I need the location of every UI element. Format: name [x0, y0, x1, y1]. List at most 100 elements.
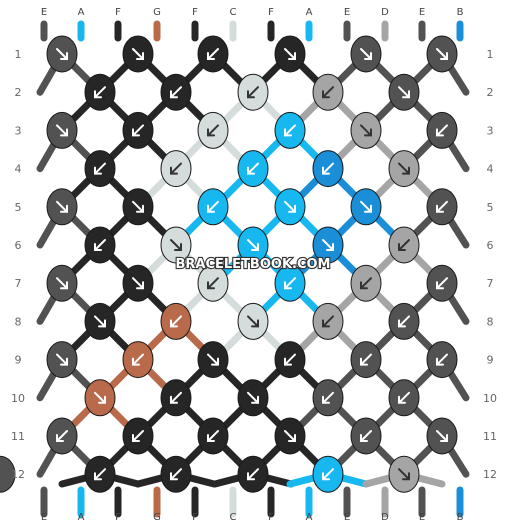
arrow-se-icon — [247, 239, 259, 251]
strand-label-bottom: F — [192, 512, 198, 523]
arrow-path — [398, 468, 410, 481]
arrow-path — [284, 124, 296, 137]
arrow-sw-icon — [207, 430, 219, 442]
arrow-path — [284, 430, 296, 442]
arrow-sw-icon — [436, 124, 448, 137]
arrow-se-icon — [56, 277, 68, 290]
arrow-path — [284, 353, 296, 366]
arrow-sw-icon — [436, 353, 448, 366]
arrow-path — [207, 353, 219, 366]
strand-label-top: A — [306, 7, 313, 18]
arrow-path — [398, 162, 410, 175]
arrow-path — [436, 48, 448, 60]
strand-label-bottom: C — [230, 512, 237, 523]
strand-label-bottom: B — [457, 512, 464, 523]
arrow-path — [284, 48, 296, 60]
strand-label-top: F — [115, 7, 121, 18]
arrow-path — [322, 162, 334, 175]
strand-label-bottom: E — [41, 512, 47, 523]
arrow-sw-icon — [322, 391, 334, 404]
arrow-se-icon — [94, 315, 106, 328]
arrow-se-icon — [284, 430, 296, 442]
arrow-path — [247, 162, 259, 175]
arrow-path — [132, 277, 144, 290]
row-number-left: 11 — [11, 430, 25, 443]
arrow-path — [247, 86, 259, 99]
arrow-sw-icon — [170, 468, 182, 481]
arrow-se-icon — [398, 468, 410, 481]
row-number-left: 4 — [15, 163, 22, 176]
arrow-se-icon — [436, 48, 448, 60]
arrow-se-icon — [56, 48, 68, 60]
arrow-se-icon — [360, 200, 372, 213]
watermark: BRACELETBOOK.COM — [176, 257, 331, 272]
arrow-se-icon — [247, 391, 259, 404]
strand-label-top: E — [41, 7, 47, 18]
arrow-path — [170, 239, 182, 251]
strand-label-top: F — [268, 7, 274, 18]
arrow-sw-icon — [0, 0, 2, 6]
arrow-se-icon — [132, 48, 144, 60]
arrow-sw-icon — [94, 162, 106, 175]
strand-label-top: G — [153, 7, 161, 18]
arrow-se-icon — [207, 353, 219, 366]
strand-label-bottom: A — [78, 512, 85, 523]
strand-label-top: E — [344, 7, 350, 18]
arrow-sw-icon — [56, 430, 68, 442]
arrow-path — [436, 430, 448, 442]
arrow-path — [247, 315, 259, 328]
arrow-sw-icon — [322, 468, 334, 481]
arrow-sw-icon — [322, 162, 334, 175]
strand-label-bottom: D — [381, 512, 389, 523]
arrow-sw-icon — [207, 200, 219, 213]
arrow-path — [94, 86, 106, 99]
strand-label-top: A — [78, 7, 85, 18]
arrow-sw-icon — [398, 391, 410, 404]
arrow-se-icon — [132, 277, 144, 290]
strand-label-top: D — [381, 7, 389, 18]
arrow-path — [360, 277, 372, 290]
row-number-left: 10 — [11, 392, 25, 405]
strand-label-bottom: E — [344, 512, 350, 523]
arrow-sw-icon — [322, 86, 334, 99]
row-number-right: 2 — [487, 86, 494, 99]
arrow-sw-icon — [132, 430, 144, 442]
row-number-right: 6 — [487, 239, 494, 252]
arrow-path — [94, 162, 106, 175]
arrow-se-icon — [398, 86, 410, 99]
arrow-path — [132, 353, 144, 366]
arrow-sw-icon — [360, 430, 372, 442]
arrow-path — [322, 391, 334, 404]
row-number-left: 1 — [15, 48, 22, 61]
arrow-path — [170, 315, 182, 328]
arrow-path — [207, 200, 219, 213]
arrow-path — [56, 48, 68, 60]
arrow-sw-icon — [436, 277, 448, 290]
arrow-sw-icon — [284, 277, 296, 290]
arrow-sw-icon — [284, 353, 296, 366]
arrow-se-icon — [132, 200, 144, 213]
arrow-se-icon — [436, 430, 448, 442]
arrow-path — [322, 239, 334, 251]
strand-label-bottom: F — [268, 512, 274, 523]
arrow-sw-icon — [132, 124, 144, 137]
row-number-left: 5 — [15, 201, 22, 214]
arrow-path — [436, 353, 448, 366]
strand-label-top: B — [457, 7, 464, 18]
arrow-sw-icon — [207, 124, 219, 137]
arrow-path — [94, 315, 106, 328]
arrow-path — [170, 468, 182, 481]
arrow-se-icon — [360, 48, 372, 60]
arrow-path — [56, 353, 68, 366]
arrow-se-icon — [56, 353, 68, 366]
arrow-path — [322, 468, 334, 481]
arrow-path — [94, 239, 106, 251]
arrow-path — [398, 391, 410, 404]
row-number-left: 7 — [15, 277, 22, 290]
row-number-left: 8 — [15, 315, 22, 328]
strand-label-bottom: G — [153, 512, 161, 523]
arrow-path — [170, 162, 182, 175]
arrow-sw-icon — [132, 353, 144, 366]
